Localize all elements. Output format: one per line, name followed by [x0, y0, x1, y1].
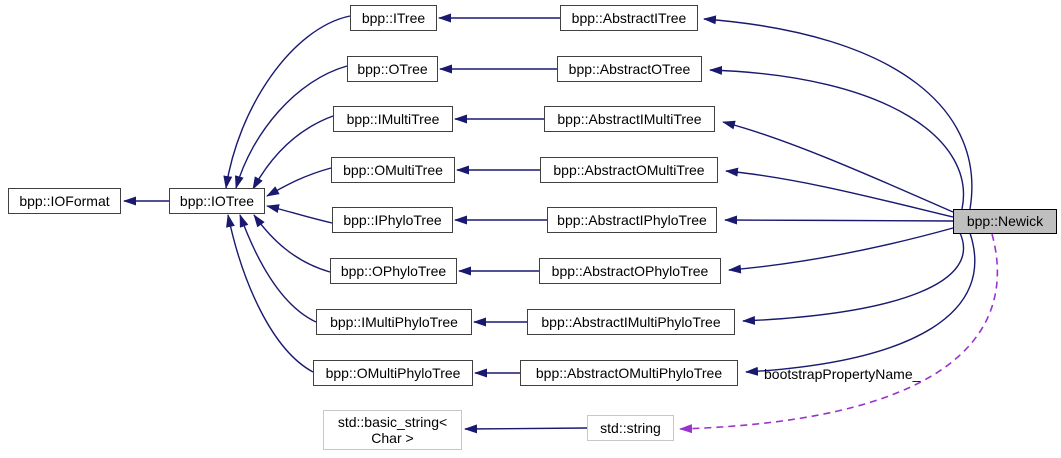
node-bpp-omultitree[interactable]: bpp::OMultiTree: [331, 157, 455, 183]
edge-itree-to-iotree: [223, 15, 351, 189]
node-bpp-abstractimultitree[interactable]: bpp::AbstractIMultiTree: [544, 106, 715, 132]
edge-ophylotree-to-iotree: [253, 214, 331, 273]
edge-omultiphylotree-to-iotree: [226, 214, 314, 373]
node-bpp-abstractotree[interactable]: bpp::AbstractOTree: [557, 56, 702, 82]
edge-omultitree-to-iotree: [266, 167, 332, 197]
edge-newick-to-abstractophylotree: [728, 227, 954, 274]
edge-newick-to-abstractiphylotree: [724, 215, 954, 225]
edge-stdstring-to-basicstring: [464, 424, 588, 434]
usage-edge-label: bootstrapPropertyName_: [764, 366, 921, 382]
node-std-basic-string: std::basic_string< Char >: [323, 410, 462, 450]
node-std-string: std::string: [587, 415, 674, 441]
node-bpp-ophylotree[interactable]: bpp::OPhyloTree: [330, 258, 457, 284]
node-bpp-omultiphylotree[interactable]: bpp::OMultiPhyloTree: [313, 360, 473, 386]
node-bpp-abstractitree[interactable]: bpp::AbstractITree: [560, 5, 698, 31]
node-bpp-abstractophylotree[interactable]: bpp::AbstractOPhyloTree: [539, 258, 721, 284]
edge-iphylotree-to-iotree: [266, 204, 333, 224]
edge-newick-to-abstractimultiphylotree: [742, 232, 965, 325]
node-bpp-abstractomultiphylotree[interactable]: bpp::AbstractOMultiPhyloTree: [520, 360, 738, 386]
edge-otree-to-iotree: [234, 65, 348, 189]
edge-newick-to-abstractomultitree: [725, 167, 954, 218]
node-bpp-imultitree[interactable]: bpp::IMultiTree: [333, 106, 453, 132]
node-bpp-itree[interactable]: bpp::ITree: [350, 5, 437, 31]
edge-imultitree-to-iotree: [252, 115, 334, 190]
node-bpp-imultiphylotree[interactable]: bpp::IMultiPhyloTree: [316, 309, 472, 335]
node-bpp-abstractomultitree[interactable]: bpp::AbstractOMultiTree: [540, 157, 718, 183]
node-bpp-abstractimultiphylotree[interactable]: bpp::AbstractIMultiPhyloTree: [527, 309, 735, 335]
edge-newick-uses-stdstring: [679, 233, 999, 434]
edge-imultiphylotree-to-iotree: [239, 214, 317, 323]
node-bpp-abstractiphylotree[interactable]: bpp::AbstractIPhyloTree: [547, 207, 717, 233]
edge-newick-to-abstractimultitree: [722, 120, 954, 213]
node-bpp-iphylotree[interactable]: bpp::IPhyloTree: [332, 207, 453, 233]
edge-newick-to-abstractomultiphylotree: [745, 232, 976, 376]
node-bpp-ioformat[interactable]: bpp::IOFormat: [8, 188, 121, 214]
edge-newick-to-abstractitree: [703, 15, 973, 210]
node-bpp-otree[interactable]: bpp::OTree: [347, 56, 438, 82]
node-bpp-iotree[interactable]: bpp::IOTree: [169, 188, 265, 214]
edge-newick-to-abstractotree: [709, 65, 965, 210]
node-bpp-newick: bpp::Newick: [953, 209, 1057, 234]
